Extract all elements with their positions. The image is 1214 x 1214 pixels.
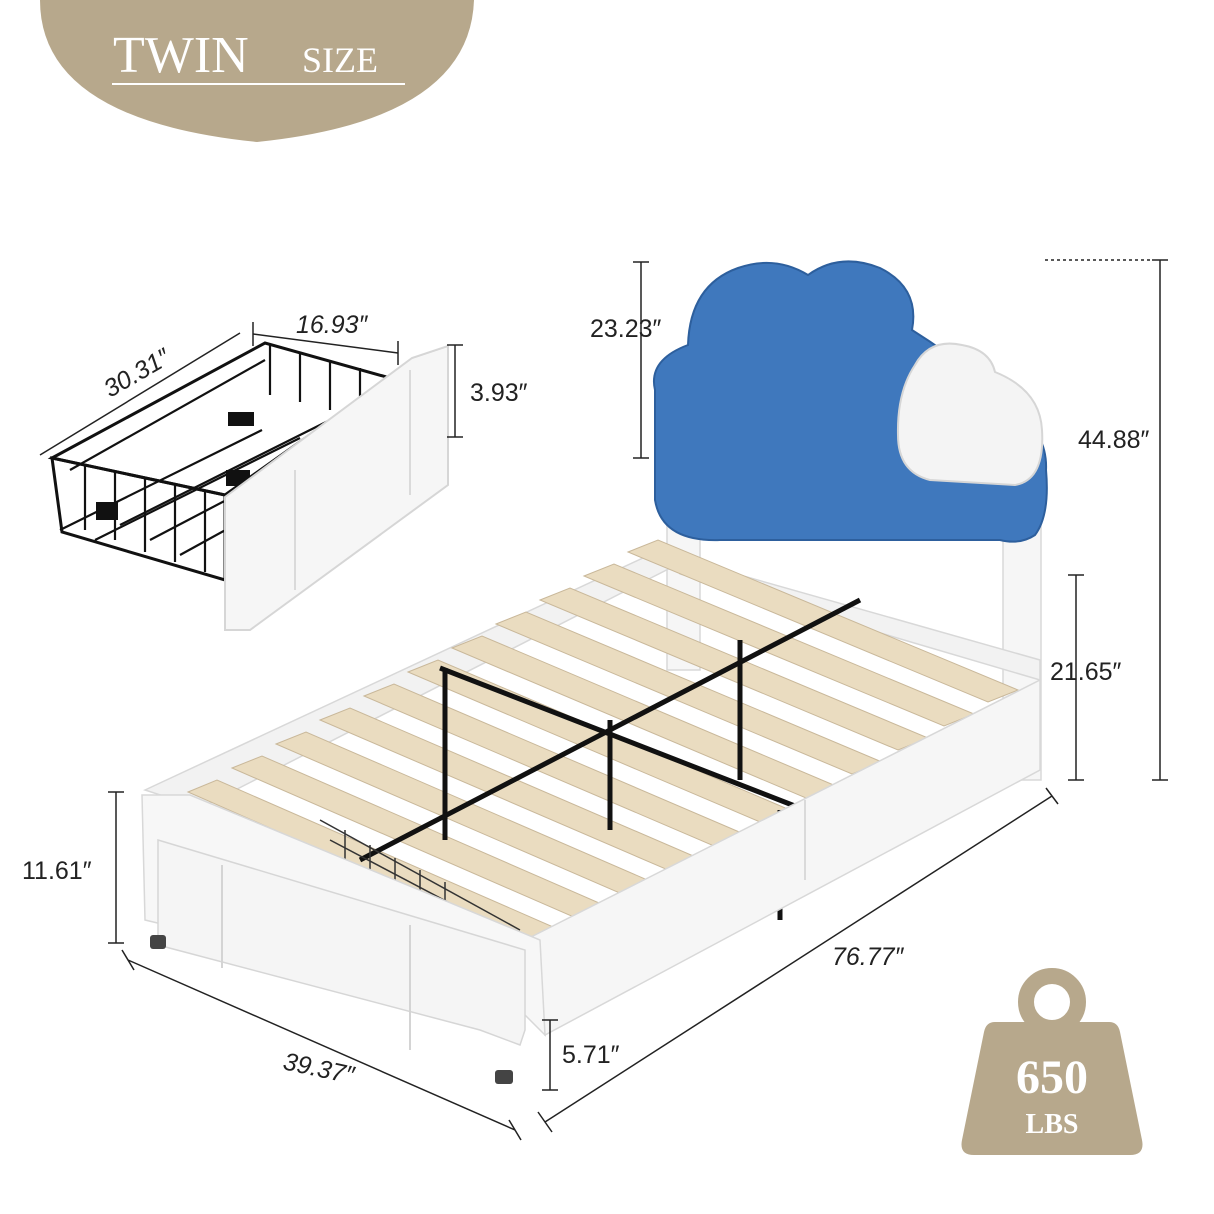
weight-value: 650 xyxy=(1016,1051,1088,1104)
width-label: 39.37″ xyxy=(281,1047,358,1089)
drawer-width-label: 16.93″ xyxy=(296,311,369,339)
weight-unit: LBS xyxy=(1026,1109,1079,1140)
clearance-label: 5.71″ xyxy=(562,1041,620,1069)
bed-illustration xyxy=(141,260,1048,1084)
total-height-label: 44.88″ xyxy=(1078,426,1150,454)
length-label: 76.77″ xyxy=(832,943,905,971)
badge-title-main: TWIN xyxy=(113,27,249,84)
weight-capacity-icon: 650 LBS xyxy=(961,968,1143,1155)
size-badge: TWIN SIZE xyxy=(40,0,474,142)
headboard-height-label: 23.23″ xyxy=(590,315,662,343)
badge-title-sub: SIZE xyxy=(302,40,378,80)
headboard-leg-height-label: 21.65″ xyxy=(1050,658,1122,686)
drawer-height-label: 3.93″ xyxy=(470,379,528,407)
dimension-lines xyxy=(108,259,1168,1141)
drawer-depth-label: 30.31″ xyxy=(99,343,176,404)
cloud-accent xyxy=(896,342,1044,487)
drawer-illustration xyxy=(39,322,463,631)
side-height-label: 11.61″ xyxy=(22,857,92,885)
